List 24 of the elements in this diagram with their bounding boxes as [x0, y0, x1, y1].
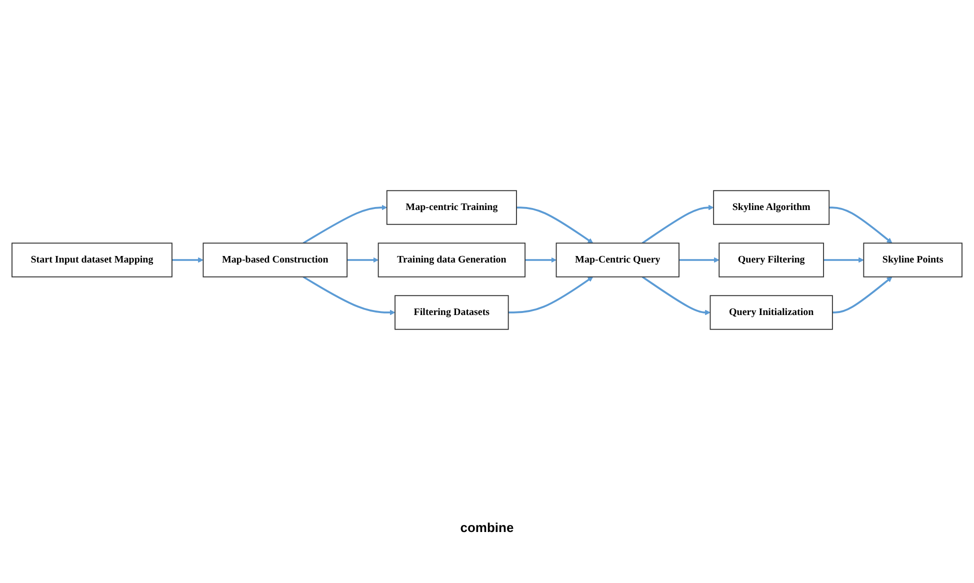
node-box: Skyline Points: [863, 242, 962, 278]
arrow: [642, 276, 710, 316]
node-box: Map-Centric Query: [556, 242, 680, 278]
node-box: Filtering Datasets: [394, 295, 509, 330]
arrow: [347, 257, 379, 263]
arrow: [832, 276, 892, 314]
node-box: Training data Generation: [378, 242, 526, 278]
node-box: Query Filtering: [718, 242, 824, 278]
arrow: [302, 204, 388, 244]
arrow: [172, 257, 204, 263]
arrow: [679, 257, 720, 263]
arrow: [302, 276, 396, 316]
node-box: Query Initialization: [710, 295, 833, 330]
note-text: combine: [460, 520, 514, 535]
arrow: [516, 206, 594, 244]
node-box: Skyline Algorithm: [713, 190, 830, 225]
node-box: Start Input dataset Mapping: [12, 242, 172, 278]
arrow: [829, 206, 892, 244]
arrow: [642, 204, 714, 244]
node-box: Map-centric Training: [386, 190, 517, 225]
node-box: Map-based Construction: [202, 242, 348, 278]
arrow: [508, 276, 594, 314]
arrow: [525, 257, 557, 263]
arrow: [824, 257, 864, 263]
